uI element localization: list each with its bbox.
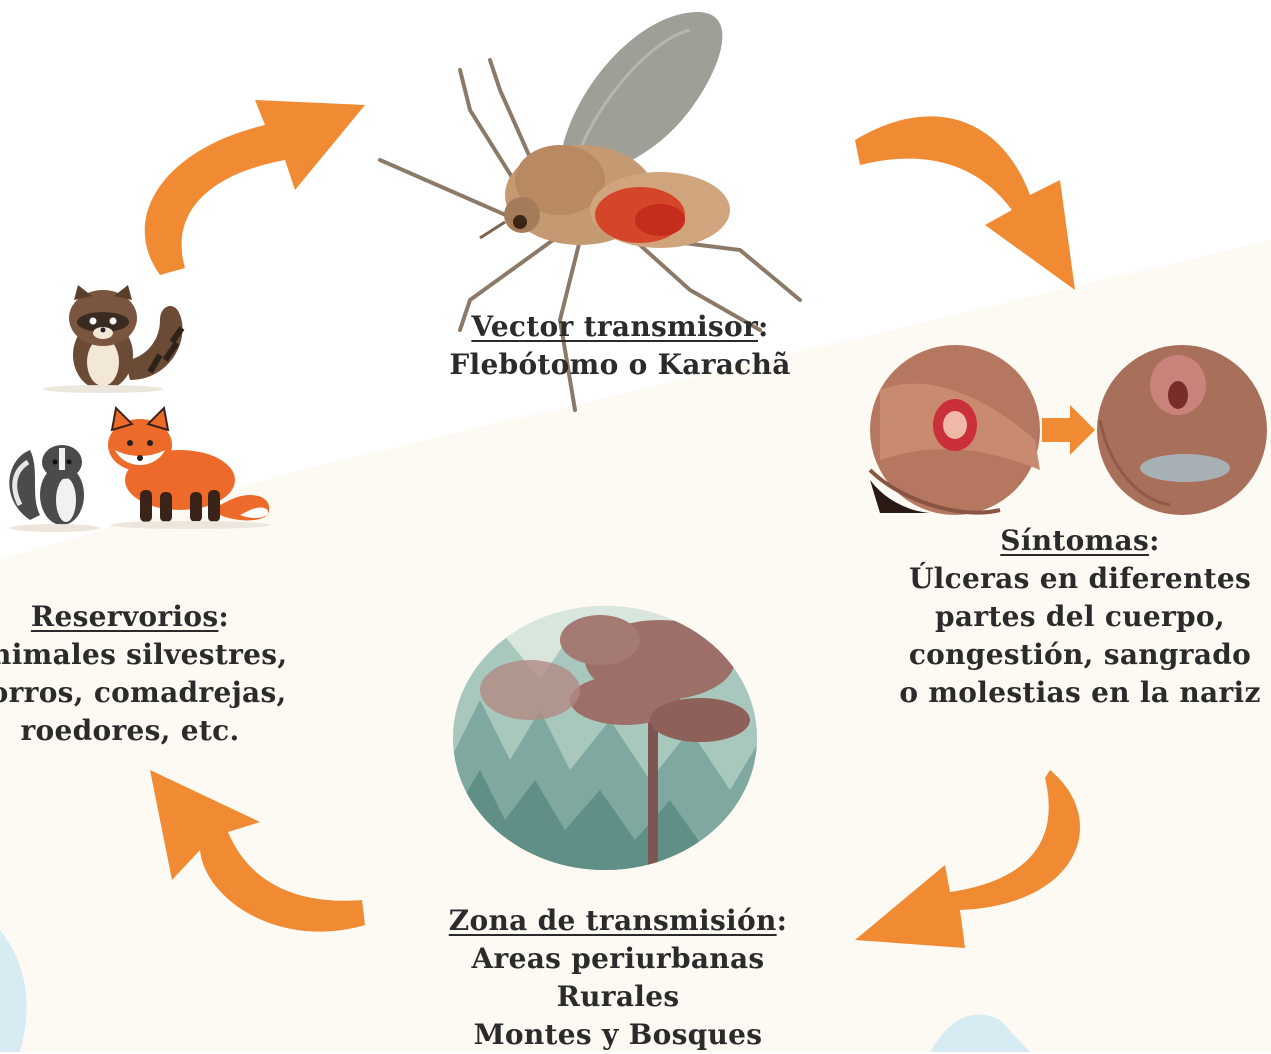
- zone-label: Zona de transmisión: Areas periurbanas R…: [418, 902, 818, 1054]
- symptoms-title-colon: :: [1149, 524, 1160, 557]
- arrow-reservoirs-to-vector: [145, 100, 365, 275]
- raccoon-icon: [43, 285, 183, 393]
- vector-title: Vector transmisor: [471, 310, 758, 343]
- reservoirs-title-colon: :: [218, 600, 229, 633]
- reservoirs-line: animales silvestres,: [0, 636, 330, 674]
- reservoirs-line: roedores, etc.: [0, 712, 330, 750]
- zone-title: Zona de transmisión: [449, 904, 777, 937]
- zone-title-colon: :: [777, 904, 788, 937]
- nose-lesion-photo: [1097, 345, 1267, 515]
- symptoms-label: Síntomas: Úlceras en diferentes partes d…: [880, 522, 1271, 712]
- reservoirs-title: Reservorios: [31, 600, 219, 633]
- vector-label: Vector transmisor: Flebótomo o Karachã: [420, 308, 820, 384]
- zone-line: Rurales: [418, 978, 818, 1016]
- arrow-vector-to-symptoms: [855, 116, 1075, 290]
- zone-line: Areas periurbanas: [418, 940, 818, 978]
- reservoirs-label: Reservorios: animales silvestres, zorros…: [0, 598, 330, 750]
- symptoms-title: Síntomas: [1000, 524, 1149, 557]
- reservoirs-line: zorros, comadrejas,: [0, 674, 330, 712]
- hand-ulcer-photo: [870, 345, 1040, 515]
- zone-line: Montes y Bosques: [418, 1016, 818, 1054]
- symptoms-line: o molestias en la nariz: [880, 674, 1271, 712]
- symptoms-line: Úlceras en diferentes: [880, 560, 1271, 598]
- symptoms-line: congestión, sangrado: [880, 636, 1271, 674]
- skunk-icon: [9, 445, 100, 532]
- symptoms-line: partes del cuerpo,: [880, 598, 1271, 636]
- vector-line: Flebótomo o Karachã: [420, 346, 820, 384]
- vector-title-colon: :: [758, 310, 769, 343]
